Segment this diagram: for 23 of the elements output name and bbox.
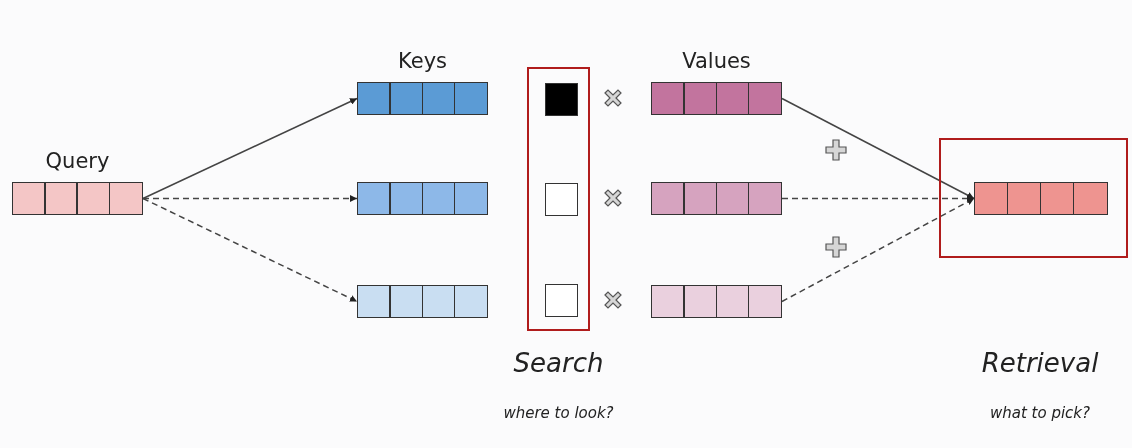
- vector-bar: [974, 182, 1108, 215]
- vector-heading: Query: [44, 149, 111, 173]
- highlight-frame: [939, 138, 1128, 258]
- section-subtitle: where to look?: [502, 404, 615, 422]
- weight-square: [545, 284, 578, 317]
- arrow: [142, 97, 358, 200]
- weight-square: [545, 83, 578, 116]
- weight-square: [545, 183, 578, 216]
- vector-bar: [357, 285, 488, 318]
- arrow: [781, 97, 975, 200]
- section-title: Search: [512, 348, 605, 378]
- arrow: [142, 197, 358, 303]
- arrow: [142, 195, 358, 202]
- arrow: [781, 195, 975, 202]
- arrow: [781, 197, 975, 303]
- section-title: Retrieval: [980, 348, 1100, 378]
- section-subtitle: what to pick?: [989, 404, 1091, 422]
- highlight-frame: [527, 67, 590, 331]
- vector-bar: [651, 182, 782, 215]
- vector-bar: [357, 182, 488, 215]
- vector-heading: Values: [681, 49, 752, 73]
- vector-heading: Keys: [397, 49, 448, 73]
- vector-bar: [651, 285, 782, 318]
